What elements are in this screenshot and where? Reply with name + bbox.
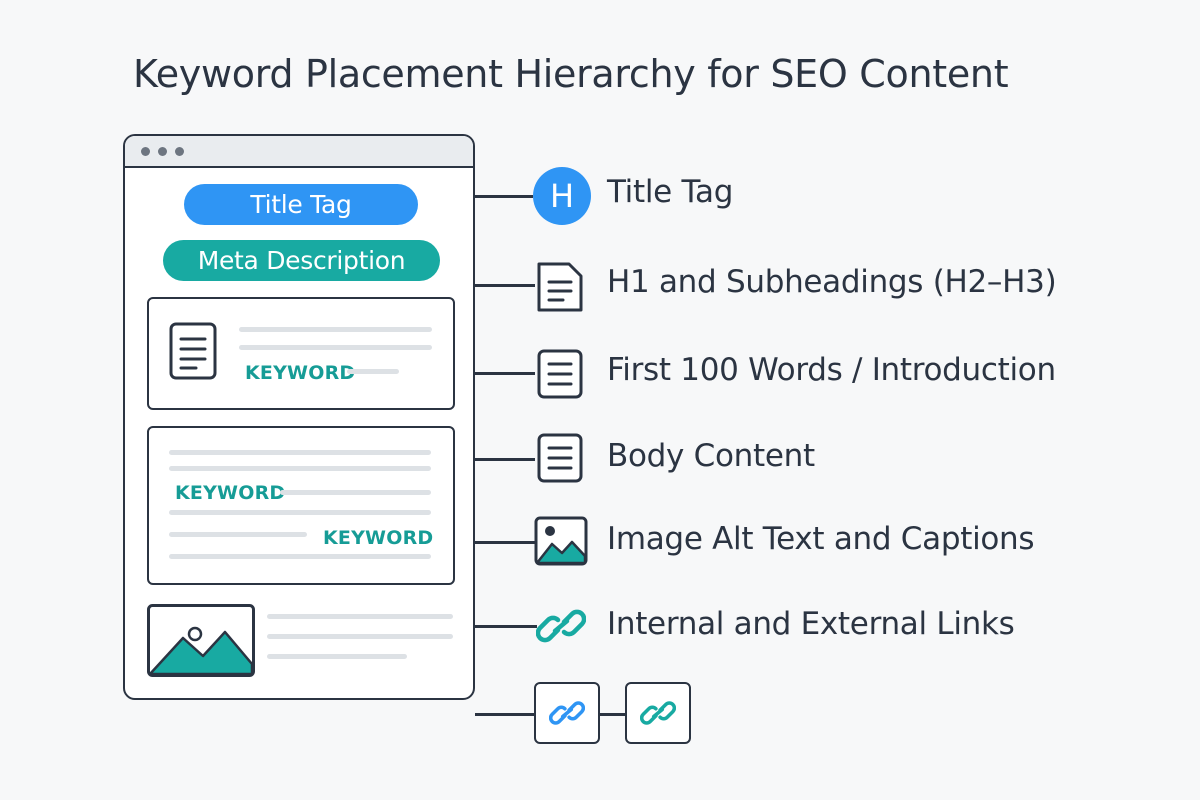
image-placeholder-icon [147, 604, 255, 677]
intro-content-card: KEYWORD [147, 297, 455, 410]
image-icon [534, 516, 588, 566]
body-content-card: KEYWORD KEYWORD [147, 426, 455, 585]
connector-line [475, 458, 535, 461]
connector-line [475, 713, 535, 716]
document-icon [537, 433, 583, 483]
internal-link-box [534, 682, 600, 744]
text-placeholder-line [169, 450, 431, 455]
h-badge-icon: H [533, 167, 591, 225]
meta-description-pill: Meta Description [163, 240, 440, 281]
text-placeholder-line [169, 532, 307, 537]
page-title: Keyword Placement Hierarchy for SEO Cont… [133, 52, 1009, 96]
document-icon [537, 262, 583, 312]
hierarchy-label-body-content: Body Content [607, 438, 815, 474]
keyword-label: KEYWORD [245, 362, 356, 384]
hierarchy-label-title-tag: Title Tag [607, 174, 734, 210]
keyword-label: KEYWORD [175, 482, 286, 504]
link-icon [549, 701, 585, 725]
text-placeholder-line [267, 634, 453, 639]
title-tag-pill: Title Tag [184, 184, 418, 225]
text-placeholder-line [267, 614, 453, 619]
hierarchy-label-image-alt-text: Image Alt Text and Captions [607, 521, 1035, 557]
hierarchy-label-h1-subheadings: H1 and Subheadings (H2–H3) [607, 264, 1057, 300]
window-dot-icon [175, 146, 184, 156]
connector-line [475, 195, 533, 198]
connector-line [600, 713, 626, 716]
browser-mockup: Title Tag Meta Description KEYWORD KEYWO… [123, 134, 475, 700]
text-placeholder-line [239, 345, 432, 350]
external-link-box [625, 682, 691, 744]
browser-toolbar [125, 136, 473, 168]
document-icon [169, 322, 217, 380]
window-dot-icon [158, 146, 167, 156]
text-placeholder-line [280, 490, 431, 495]
link-icon [536, 609, 586, 643]
text-placeholder-line [347, 369, 399, 374]
link-icon [640, 701, 676, 725]
window-dot-icon [141, 146, 150, 156]
text-placeholder-line [169, 466, 431, 471]
hierarchy-label-first-100-words: First 100 Words / Introduction [607, 352, 1056, 388]
text-placeholder-line [169, 554, 431, 559]
connector-line [475, 541, 535, 544]
connector-line [475, 284, 535, 287]
text-placeholder-line [239, 327, 432, 332]
text-placeholder-line [267, 654, 407, 659]
connector-line [475, 625, 537, 628]
connector-line [475, 372, 535, 375]
hierarchy-label-links: Internal and External Links [607, 606, 1015, 642]
document-icon [537, 349, 583, 399]
keyword-label: KEYWORD [323, 527, 434, 549]
text-placeholder-line [169, 510, 431, 515]
